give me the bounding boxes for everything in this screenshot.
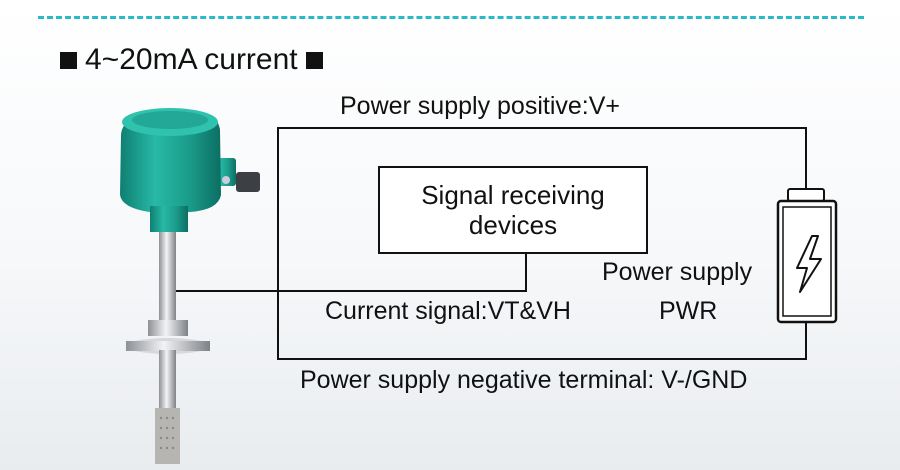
negative-wire-right	[805, 322, 807, 360]
receiver-label-line1: Signal receiving	[421, 180, 605, 210]
positive-label: Power supply positive:V+	[340, 92, 621, 120]
signal-receiving-devices-box: Signal receiving devices	[378, 166, 648, 254]
loop-wire-left	[277, 127, 279, 359]
negative-wire-bottom	[277, 358, 807, 360]
current-signal-label: Current signal:VT&VH	[325, 297, 571, 325]
power-supply-label: Power supply	[602, 258, 753, 286]
pwr-label: PWR	[659, 297, 718, 325]
receiver-label-line2: devices	[468, 210, 558, 240]
section-heading: 4~20mA current	[60, 38, 323, 82]
signal-wire-horizontal	[172, 290, 527, 292]
heading-text: 4~20mA current	[85, 43, 298, 76]
square-bullet-icon	[305, 51, 323, 69]
square-bullet-icon	[60, 51, 77, 69]
positive-wire-right	[805, 127, 807, 189]
negative-label: Power supply negative terminal: V-/GND	[300, 366, 748, 394]
signal-wire-vertical	[525, 254, 527, 292]
dashed-divider	[38, 16, 864, 19]
positive-wire-top	[277, 127, 807, 129]
